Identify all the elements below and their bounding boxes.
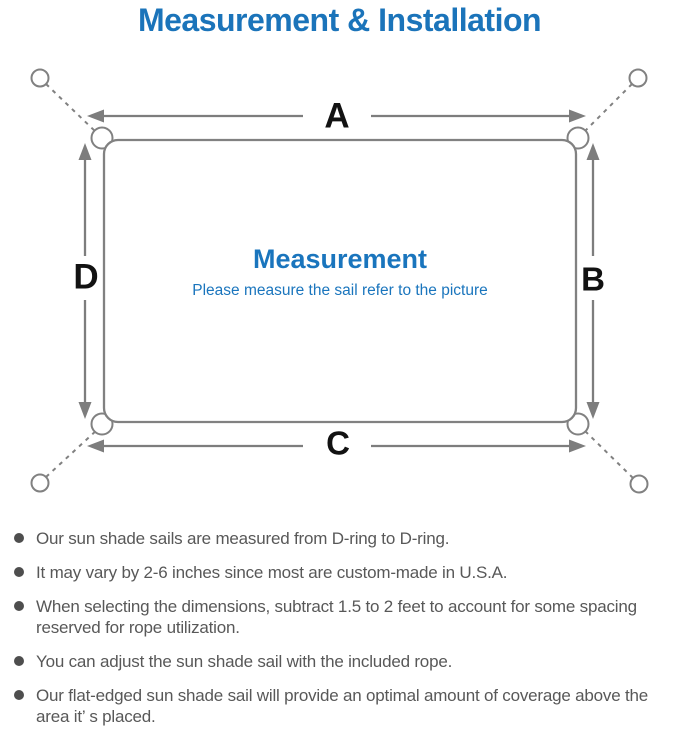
guy-line-bottom-right xyxy=(582,428,634,479)
anchor-points xyxy=(30,68,649,494)
d-ring-top-left xyxy=(90,126,114,150)
note-text: Our flat-edged sun shade sail will provi… xyxy=(36,686,649,726)
d-ring-top-right xyxy=(566,126,590,150)
note-text: You can adjust the sun shade sail with t… xyxy=(36,652,453,671)
arrowhead-bottom-right-icon xyxy=(569,439,586,453)
anchor-ring-bottom-right xyxy=(629,474,649,494)
anchor-ring-top-right xyxy=(628,68,648,88)
note-item: It may vary by 2-6 inches since most are… xyxy=(14,562,679,583)
guy-line-top-left xyxy=(45,83,99,135)
note-item: Our flat-edged sun shade sail will provi… xyxy=(14,685,679,727)
note-text: When selecting the dimensions, subtract … xyxy=(36,597,637,637)
bullet-icon xyxy=(14,656,24,666)
notes-list: Our sun shade sails are measured from D-… xyxy=(0,528,679,727)
measurement-diagram: A B C D Measurement Please measure the s… xyxy=(30,68,649,494)
bullet-icon xyxy=(14,690,24,700)
dimension-label-a: A xyxy=(321,98,353,134)
arrowhead-left-down-icon xyxy=(78,402,92,419)
page-title: Measurement & Installation xyxy=(137,2,542,38)
note-text: Our sun shade sails are measured from D-… xyxy=(36,529,450,548)
dimension-lines xyxy=(83,114,595,448)
arrowhead-right-up-icon xyxy=(586,143,600,160)
arrowhead-bottom-left-icon xyxy=(87,439,104,453)
sail-outline xyxy=(102,138,578,424)
d-ring-bottom-left xyxy=(90,412,114,436)
note-text: It may vary by 2-6 inches since most are… xyxy=(36,563,508,582)
diagram-center-subtitle: Please measure the sail refer to the pic… xyxy=(192,282,488,299)
d-ring-bottom-right xyxy=(566,412,590,436)
dimension-label-c: C xyxy=(323,426,353,460)
note-item: Our sun shade sails are measured from D-… xyxy=(14,528,679,549)
anchor-ring-top-left xyxy=(30,68,50,88)
arrowhead-top-right-icon xyxy=(569,109,586,123)
sail-diagram-graphic xyxy=(30,68,649,494)
arrowhead-left-up-icon xyxy=(78,143,92,160)
dimension-label-d: D xyxy=(70,259,102,295)
dimension-arrowheads xyxy=(78,109,600,453)
diagram-center-text: Measurement Please measure the sail refe… xyxy=(192,244,488,300)
guy-line-bottom-left xyxy=(45,428,99,478)
guy-line-top-right xyxy=(581,83,633,135)
anchor-ring-bottom-left xyxy=(30,473,50,493)
bullet-icon xyxy=(14,567,24,577)
note-item: You can adjust the sun shade sail with t… xyxy=(14,651,679,672)
arrowhead-top-left-icon xyxy=(87,109,104,123)
arrowhead-right-down-icon xyxy=(586,402,600,419)
bullet-icon xyxy=(14,533,24,543)
note-item: When selecting the dimensions, subtract … xyxy=(14,596,679,638)
bullet-icon xyxy=(14,601,24,611)
guy-lines xyxy=(45,83,634,479)
corner-d-rings xyxy=(90,126,590,436)
dimension-label-b: B xyxy=(578,262,608,296)
diagram-center-title: Measurement xyxy=(252,244,428,274)
